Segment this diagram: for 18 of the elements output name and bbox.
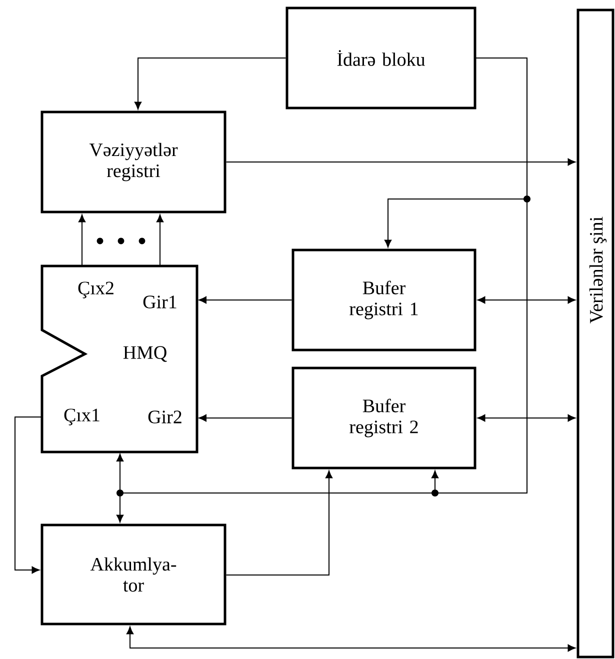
arrow — [78, 214, 86, 266]
arrow — [226, 470, 333, 576]
arrow — [156, 214, 164, 266]
arrow — [226, 158, 576, 166]
arrow — [126, 626, 576, 652]
register-box: Akkumlya- tor — [40, 524, 226, 626]
register-box: Vəziyyətlər registri — [40, 110, 226, 214]
register-box: Bufer registri 2 — [292, 366, 476, 470]
arrow — [198, 296, 292, 304]
arrow — [134, 58, 286, 110]
data-bus: Verilənlər şini — [576, 8, 614, 658]
arrow — [198, 414, 292, 422]
arithmetic-unit-block: Çıx2 Gir1 HMQ Çıx1 Gir2 — [40, 264, 198, 454]
register-box: Bufer registri 1 — [292, 248, 476, 352]
arrow — [14, 416, 42, 574]
register-box: İdarə bloku — [286, 6, 476, 110]
arrow — [478, 296, 576, 304]
arrow — [478, 414, 576, 422]
